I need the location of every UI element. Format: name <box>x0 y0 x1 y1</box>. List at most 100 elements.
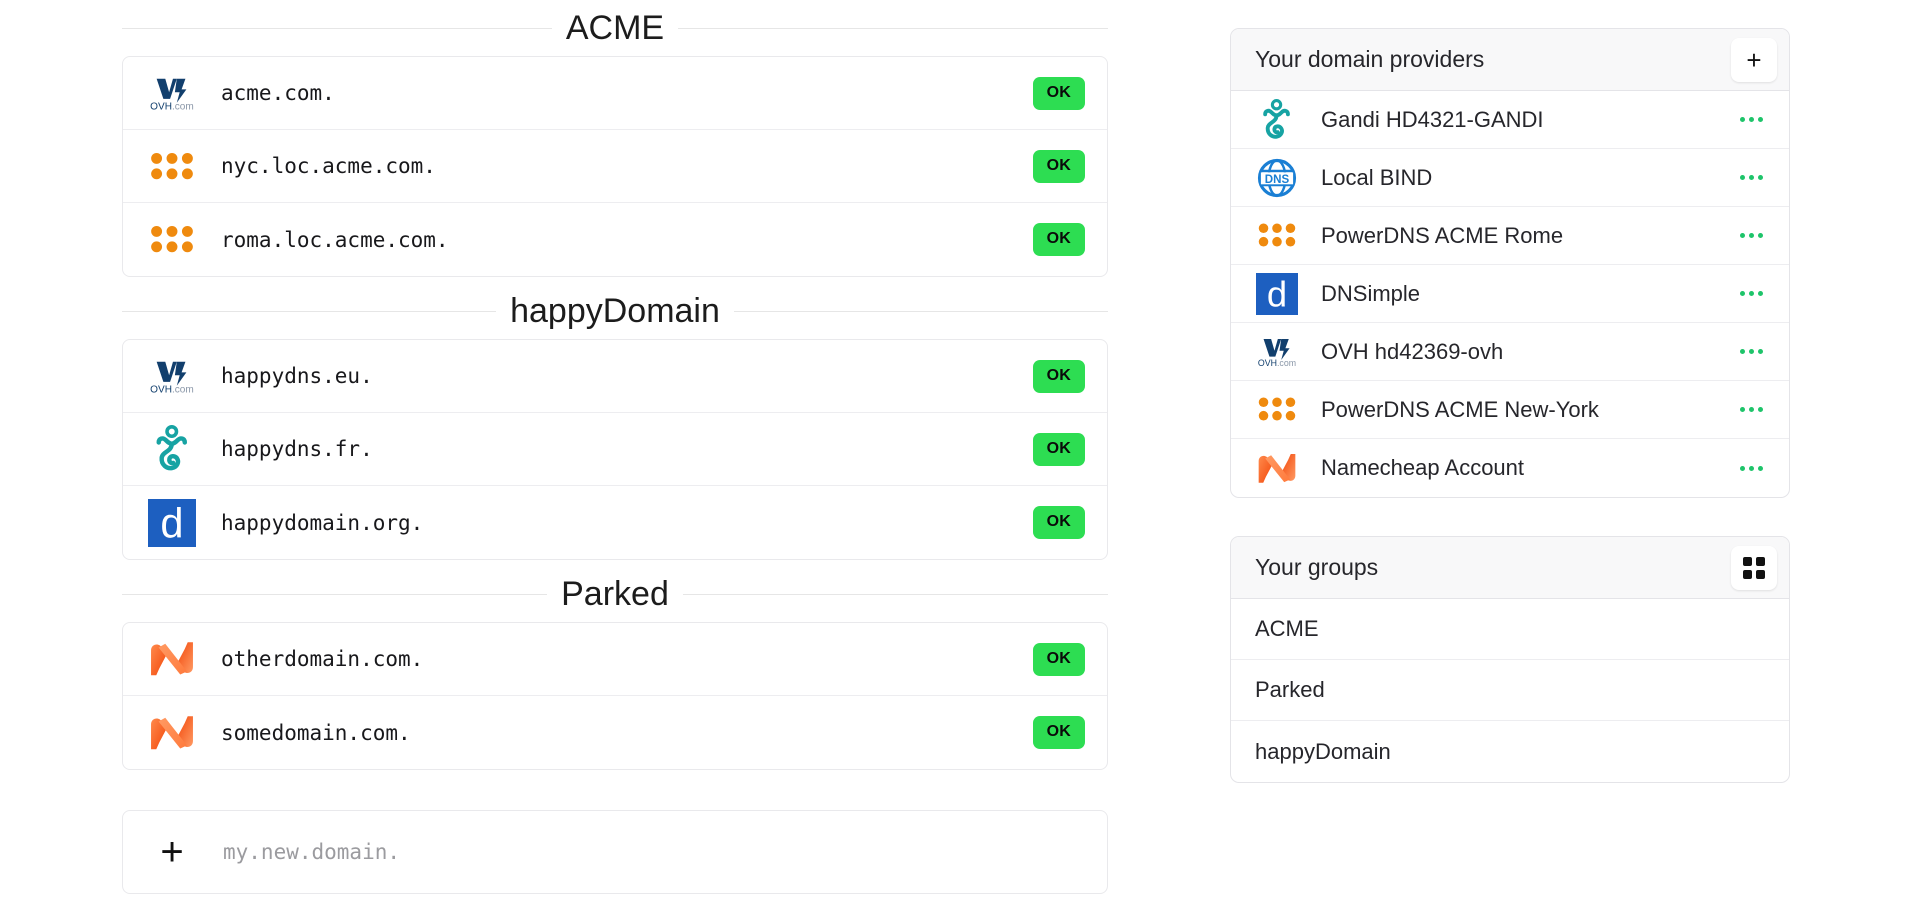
provider-name: OVH hd42369-ovh <box>1321 338 1504 364</box>
domain-row[interactable]: OVH.com happydns.eu. OK <box>123 340 1107 413</box>
domain-name: roma.loc.acme.com. <box>221 227 449 252</box>
ellipsis-icon <box>1748 117 1754 122</box>
domain-name: happydomain.org. <box>221 510 424 535</box>
ovh-logo: OVH.com <box>141 67 203 119</box>
ellipsis-icon <box>1739 407 1745 412</box>
svg-text:OVH.com: OVH.com <box>150 102 194 113</box>
new-domain-input[interactable] <box>221 839 1085 865</box>
ovh-logo: OVH.com <box>1249 329 1305 375</box>
ellipsis-icon <box>1748 291 1754 296</box>
svg-text:OVH.com: OVH.com <box>1258 358 1296 368</box>
domain-name: otherdomain.com. <box>221 647 424 671</box>
ellipsis-icon <box>1739 233 1745 238</box>
svg-text:d: d <box>1267 273 1287 314</box>
ellipsis-icon <box>1757 407 1763 412</box>
domain-group-heading: happyDomain <box>0 283 1230 339</box>
provider-row[interactable]: Namecheap Account <box>1231 439 1789 497</box>
status-badge: OK <box>1032 149 1085 183</box>
manage-groups-button[interactable] <box>1731 545 1777 590</box>
provider-name: PowerDNS ACME Rome <box>1321 222 1564 248</box>
namecheap-logo <box>141 633 203 685</box>
provider-row[interactable]: Gandi HD4321-GANDI <box>1231 91 1789 149</box>
group-list-item[interactable]: Parked <box>1231 660 1789 721</box>
provider-name: Gandi HD4321-GANDI <box>1321 106 1544 132</box>
ellipsis-icon <box>1748 233 1754 238</box>
provider-row[interactable]: OVH.com OVH hd42369-ovh <box>1231 323 1789 381</box>
providers-panel-title: Your domain providers <box>1255 46 1485 72</box>
add-domain-row[interactable]: + <box>122 810 1108 894</box>
domain-group-title: ACME <box>551 11 679 45</box>
domain-group: ACME OVH.com acme.com. OK nyc.loc.acme.com. O… <box>0 0 1230 277</box>
providers-panel-header: Your domain providers + <box>1231 29 1789 91</box>
namecheap-logo <box>141 707 203 759</box>
provider-row[interactable]: PowerDNS ACME Rome <box>1231 207 1789 265</box>
status-badge: OK <box>1032 642 1085 676</box>
powerdns-logo <box>1249 387 1305 433</box>
domain-groups: ACME OVH.com acme.com. OK nyc.loc.acme.com. O… <box>0 0 1230 770</box>
ovh-logo: OVH.com <box>141 350 203 402</box>
domain-row[interactable]: happydns.fr. OK <box>123 413 1107 486</box>
domain-group-heading: Parked <box>0 566 1230 622</box>
ellipsis-icon <box>1748 465 1754 471</box>
provider-row[interactable]: d DNSimple <box>1231 265 1789 323</box>
powerdns-logo <box>141 214 203 266</box>
provider-menu-button[interactable] <box>1729 158 1773 198</box>
groups-panel-header: Your groups <box>1231 537 1789 599</box>
provider-menu-button[interactable] <box>1729 100 1773 140</box>
ellipsis-icon <box>1757 233 1763 238</box>
domain-name: nyc.loc.acme.com. <box>221 154 436 178</box>
group-list-item[interactable]: ACME <box>1231 599 1789 660</box>
group-list-item[interactable]: happyDomain <box>1255 738 1391 764</box>
provider-menu-button[interactable] <box>1729 332 1773 372</box>
status-badge: OK <box>1032 432 1085 466</box>
status-badge: OK <box>1032 223 1085 256</box>
ellipsis-icon <box>1757 175 1763 180</box>
provider-menu-button[interactable] <box>1729 216 1773 256</box>
provider-menu-button[interactable] <box>1729 274 1773 314</box>
provider-menu-button[interactable] <box>1729 448 1773 488</box>
domain-row[interactable]: nyc.loc.acme.com. OK <box>123 130 1107 203</box>
groups-panel-title: Your groups <box>1255 554 1379 580</box>
provider-row[interactable]: PowerDNS ACME New-York <box>1231 381 1789 439</box>
namecheap-logo <box>1249 445 1305 491</box>
domain-name: acme.com. <box>221 81 335 105</box>
ellipsis-icon <box>1748 175 1754 180</box>
domain-group-heading: ACME <box>0 0 1230 56</box>
add-provider-button[interactable]: + <box>1731 37 1777 82</box>
svg-text:DNS: DNS <box>1265 173 1290 185</box>
ellipsis-icon <box>1739 117 1745 122</box>
domain-row[interactable]: otherdomain.com. OK <box>123 623 1107 696</box>
provider-name: DNSimple <box>1321 280 1421 306</box>
gandi-logo <box>1249 97 1305 143</box>
providers-panel: Your domain providers + Gandi HD4321-GAN… <box>1230 28 1790 498</box>
domain-row[interactable]: roma.loc.acme.com. OK <box>123 203 1107 276</box>
domain-name: happydns.fr. <box>221 437 373 461</box>
domain-name: happydns.eu. <box>221 364 373 388</box>
ellipsis-icon <box>1757 291 1763 296</box>
ellipsis-icon <box>1757 349 1763 354</box>
dnsimple-logo: d <box>1249 271 1305 317</box>
gandi-logo <box>141 423 203 475</box>
ellipsis-icon <box>1739 175 1745 180</box>
dnsimple-logo: d <box>141 497 203 549</box>
domains-column: ACME OVH.com acme.com. OK nyc.loc.acme.com. O… <box>0 0 1230 894</box>
provider-menu-button[interactable] <box>1729 390 1773 430</box>
status-badge: OK <box>1032 359 1085 393</box>
domain-row[interactable]: somedomain.com.OK <box>123 696 1107 769</box>
provider-name: PowerDNS ACME New-York <box>1321 396 1599 422</box>
domain-group-title: Parked <box>547 577 683 611</box>
status-badge: OK <box>1032 716 1085 749</box>
ellipsis-icon <box>1757 465 1763 471</box>
grid-icon <box>1743 556 1765 579</box>
powerdns-logo <box>1249 213 1305 259</box>
ellipsis-icon <box>1748 407 1754 412</box>
